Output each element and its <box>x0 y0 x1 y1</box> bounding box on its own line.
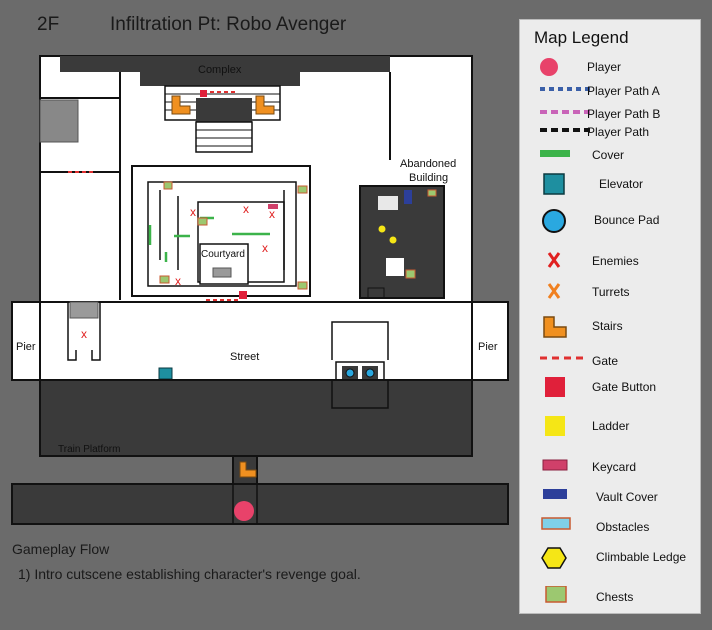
lower-tunnel <box>11 483 509 525</box>
bounce-pad <box>365 368 375 378</box>
doorway <box>367 287 385 299</box>
courtyard-label: Courtyard <box>201 249 245 260</box>
flow-title: Gameplay Flow <box>12 541 110 557</box>
enemy-group: x x x x x <box>175 202 275 288</box>
gate-icon <box>540 356 586 360</box>
path-a-icon <box>540 87 590 91</box>
climbable-ledge <box>389 236 397 244</box>
flow-item-1: 1) Intro cutscene establishing character… <box>18 566 361 582</box>
chest <box>163 181 173 190</box>
floor-label: 2F <box>37 14 60 35</box>
chest <box>405 269 416 279</box>
abandoned-label-1: Abandoned <box>400 158 456 170</box>
gate-button <box>239 291 247 299</box>
stairs-room-lower <box>195 121 253 153</box>
pier-gate-walls <box>67 302 101 361</box>
gate-button <box>200 90 207 97</box>
chest-icon <box>545 586 567 603</box>
abandoned-label-2: Building <box>409 172 448 184</box>
vault-cover-icon <box>543 489 567 499</box>
obstacle <box>69 301 99 319</box>
stairs-icon <box>171 95 191 115</box>
chest <box>197 217 208 226</box>
complex-label: Complex <box>198 64 242 76</box>
turret-icon <box>547 283 561 299</box>
stairs-legend-icon <box>543 316 567 338</box>
svg-text:x: x <box>243 202 249 216</box>
climbable-ledge <box>378 225 386 233</box>
map-legend: Map Legend Player Player Path A Player P… <box>519 19 701 614</box>
cover-icon <box>540 150 570 157</box>
keycard <box>268 204 278 209</box>
stair-core <box>196 98 252 122</box>
legend-title: Map Legend <box>534 28 629 47</box>
ledge-icon <box>541 547 567 569</box>
bounce-pad-icon <box>542 209 566 233</box>
abandoned-building <box>359 185 445 299</box>
bounce-pad <box>345 368 355 378</box>
train-platform <box>39 379 473 457</box>
player-marker <box>234 501 254 521</box>
cover-group <box>148 216 270 262</box>
map-title: Infiltration Pt: Robo Avenger <box>110 14 347 35</box>
stairs-icon <box>239 461 257 478</box>
street-label: Street <box>230 351 259 363</box>
keycard-icon <box>542 459 568 471</box>
svg-text:x: x <box>175 274 181 288</box>
train-platform-label: Train Platform <box>58 444 120 455</box>
vault-cover <box>404 190 412 204</box>
obstacle-icon <box>541 517 571 530</box>
structure-walls <box>331 321 389 360</box>
inner-walls <box>147 181 297 287</box>
pier-right-label: Pier <box>478 341 498 353</box>
stairs-inner <box>378 196 398 210</box>
path-b-icon <box>540 110 590 114</box>
obstacle-block <box>39 99 79 143</box>
path-icon <box>540 128 590 132</box>
chest <box>297 185 308 194</box>
chest <box>297 281 308 290</box>
enemy-icon <box>547 252 561 268</box>
elevator-icon <box>543 173 565 195</box>
svg-text:x: x <box>269 207 275 221</box>
gate-button-icon <box>545 377 565 397</box>
complex-roof <box>60 56 390 72</box>
chest <box>427 189 437 197</box>
complex-roof-lower <box>140 72 300 86</box>
room-block <box>386 258 404 276</box>
svg-text:x: x <box>262 241 268 255</box>
chest <box>159 275 170 284</box>
elevator <box>158 367 173 380</box>
stairs-icon <box>255 95 275 115</box>
svg-text:x: x <box>190 205 196 219</box>
ladder-icon <box>545 416 565 436</box>
obstacle <box>212 267 232 278</box>
player-icon <box>540 58 558 76</box>
pier-left-label: Pier <box>16 341 36 353</box>
platform-structure <box>331 380 389 409</box>
enemy: x <box>81 327 87 341</box>
